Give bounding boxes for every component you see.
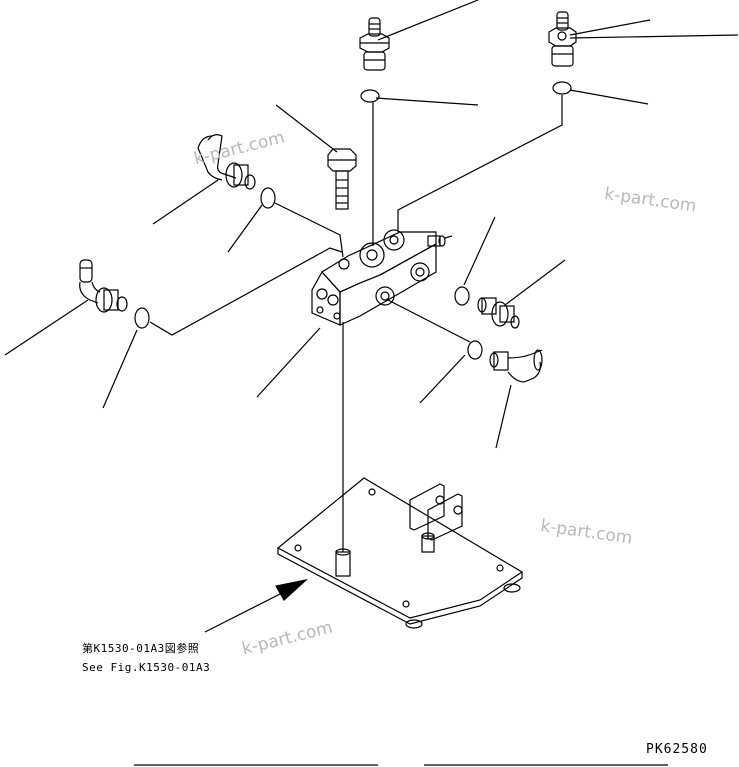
- o-ring-top-left: [360, 89, 380, 103]
- o-ring-top-right: [552, 81, 572, 95]
- top-right-fitting: [548, 11, 577, 67]
- o-ring-upper-left: [260, 187, 276, 209]
- o-ring-right-lower: [467, 340, 483, 360]
- right-elbow-fitting: [489, 349, 543, 383]
- part-code: PK62580: [646, 742, 708, 757]
- valve-block: [311, 229, 453, 326]
- figure-reference-japanese: 第K1530-01A3図参照: [82, 642, 200, 655]
- upper-left-elbow-fitting: [197, 134, 256, 190]
- top-left-fitting: [359, 17, 390, 71]
- mounting-bracket: [276, 477, 524, 629]
- reference-arrow: [204, 578, 309, 633]
- o-ring-right-upper: [454, 286, 470, 306]
- right-straight-fitting: [477, 297, 520, 329]
- o-ring-lower-left: [134, 307, 150, 329]
- mounting-bolt: [327, 148, 357, 210]
- figure-reference-english: See Fig.K1530-01A3: [82, 661, 211, 674]
- lower-left-elbow-fitting: [79, 259, 128, 313]
- leader-lines: [4, 0, 739, 552]
